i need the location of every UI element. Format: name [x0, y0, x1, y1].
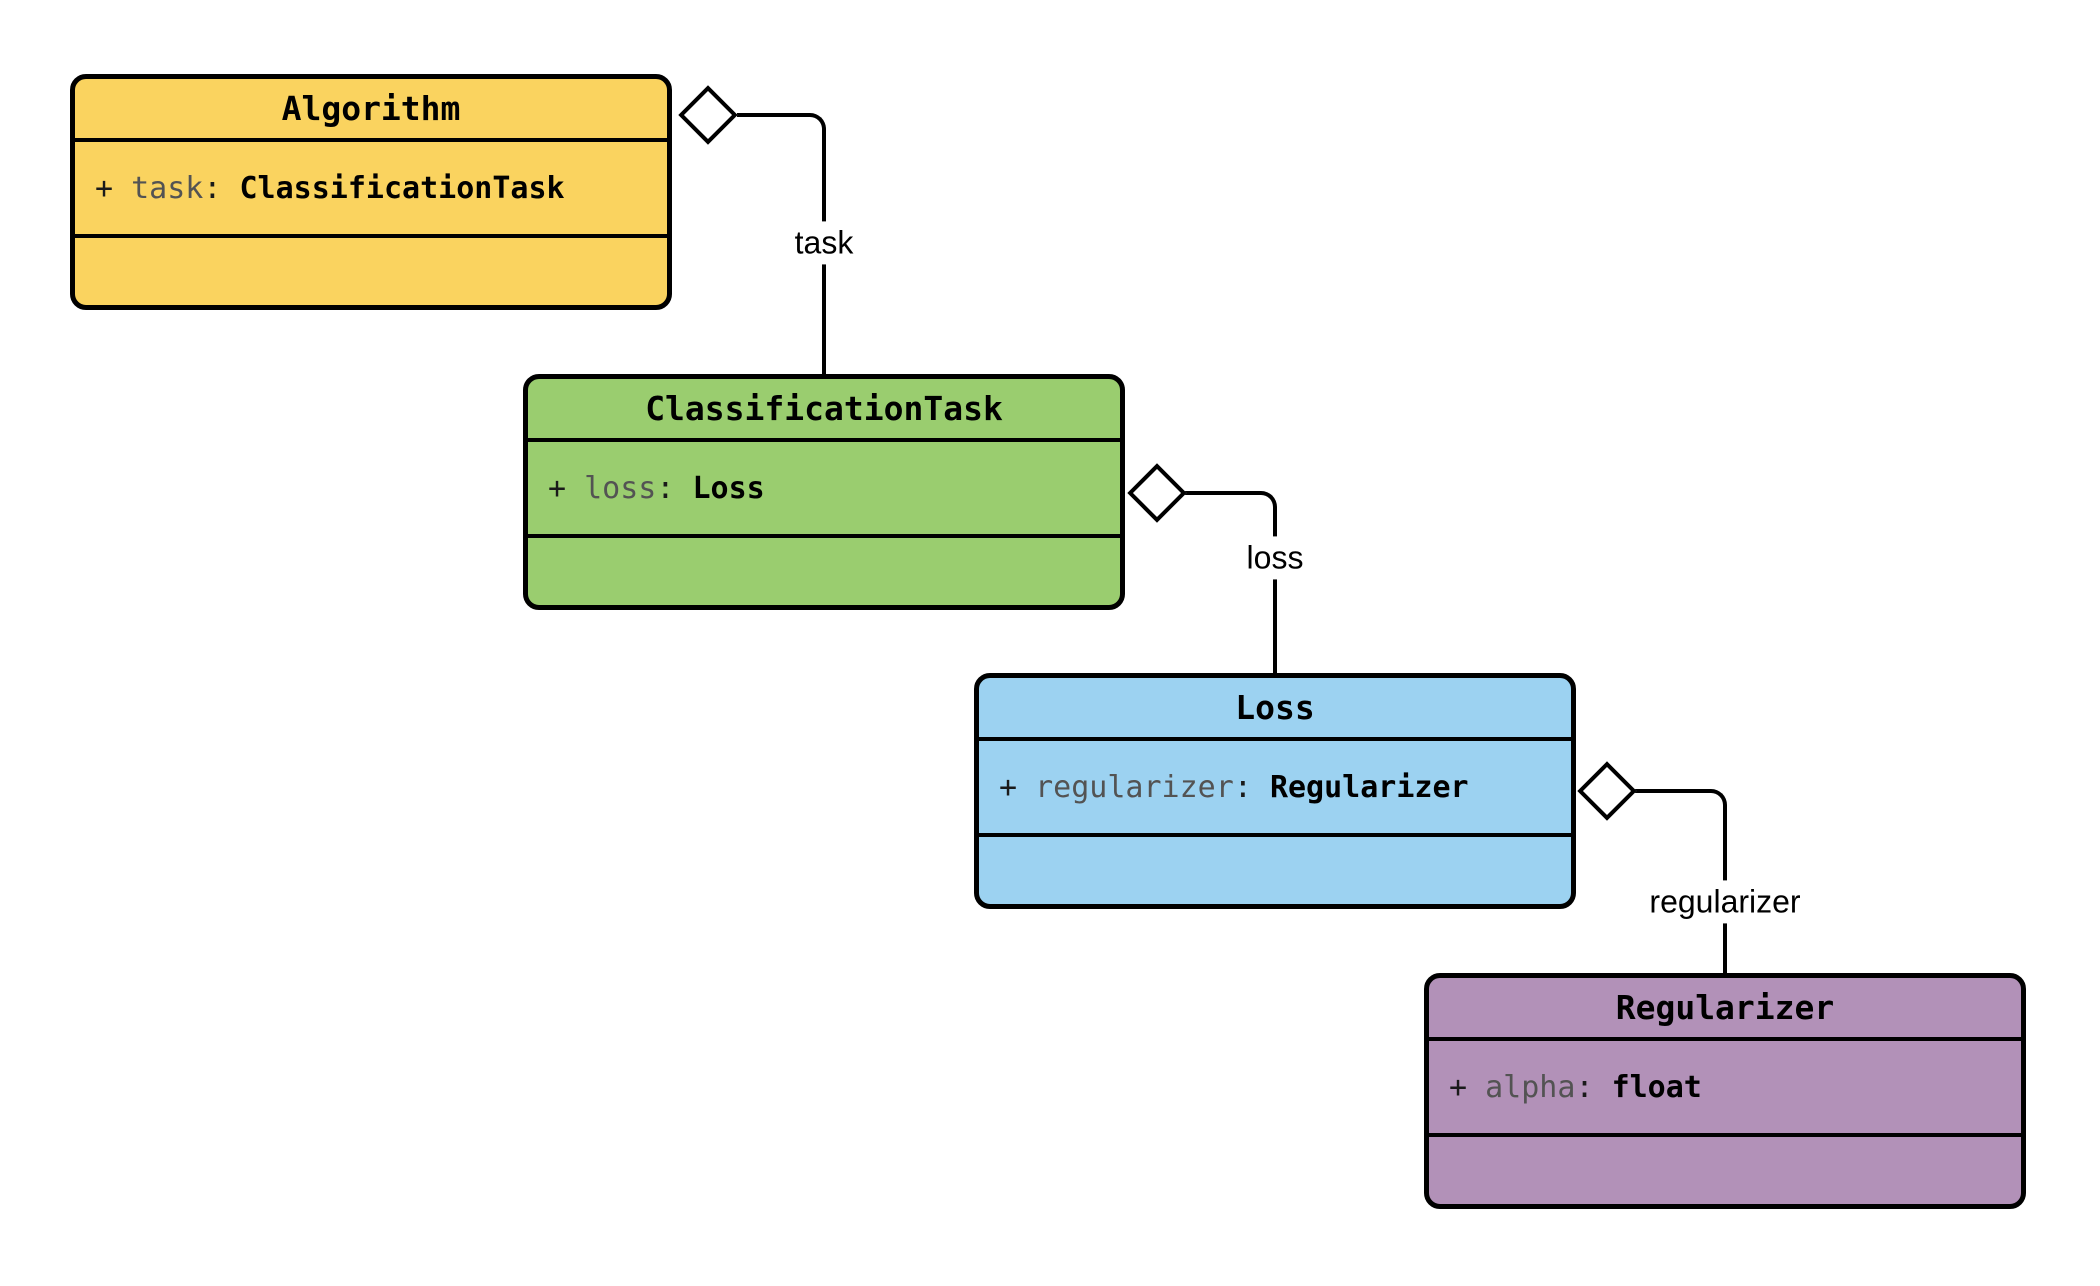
aggregation-diamond-icon[interactable] — [1127, 463, 1187, 523]
attr-visibility: + — [999, 769, 1036, 805]
attr-visibility: + — [548, 470, 585, 506]
attr-separator: : — [1575, 1069, 1612, 1105]
aggregation-diamond-icon[interactable] — [678, 85, 738, 145]
attr-type: Regularizer — [1269, 769, 1469, 805]
attr-type: Loss — [692, 470, 765, 506]
class-attribute-row: + alpha: float — [1429, 1041, 2021, 1137]
attr-separator: : — [656, 470, 693, 506]
class-attribute-row: + regularizer: Regularizer — [979, 741, 1571, 837]
class-title: ClassificationTask — [528, 379, 1120, 442]
attr-visibility: + — [1449, 1069, 1486, 1105]
attr-type: float — [1611, 1069, 1702, 1105]
class-methods-compartment — [1429, 1137, 2021, 1204]
class-methods-compartment — [75, 238, 667, 305]
attr-name: regularizer — [1035, 769, 1234, 805]
edge-label-task[interactable]: task — [786, 221, 862, 265]
class-attribute-row: + task: ClassificationTask — [75, 142, 667, 238]
class-title: Loss — [979, 678, 1571, 741]
class-methods-compartment — [528, 538, 1120, 605]
class-attribute-row: + loss: Loss — [528, 442, 1120, 538]
attr-name: alpha — [1485, 1069, 1576, 1105]
edge-label-loss[interactable]: loss — [1238, 536, 1312, 580]
edge-label-regularizer[interactable]: regularizer — [1641, 880, 1809, 924]
attr-visibility: + — [95, 170, 132, 206]
attr-name: task — [131, 170, 204, 206]
class-node-classificationtask[interactable]: ClassificationTask + loss: Loss — [523, 374, 1125, 610]
class-methods-compartment — [979, 837, 1571, 904]
aggregation-diamond-icon[interactable] — [1577, 761, 1637, 821]
attr-separator: : — [1233, 769, 1270, 805]
attr-name: loss — [584, 470, 657, 506]
class-node-loss[interactable]: Loss + regularizer: Regularizer — [974, 673, 1576, 909]
attr-type: ClassificationTask — [239, 170, 565, 206]
class-title: Algorithm — [75, 79, 667, 142]
class-title: Regularizer — [1429, 978, 2021, 1041]
edge-loss-connector[interactable] — [1185, 491, 1277, 673]
class-node-regularizer[interactable]: Regularizer + alpha: float — [1424, 973, 2026, 1209]
class-node-algorithm[interactable]: Algorithm + task: ClassificationTask — [70, 74, 672, 310]
attr-separator: : — [203, 170, 240, 206]
